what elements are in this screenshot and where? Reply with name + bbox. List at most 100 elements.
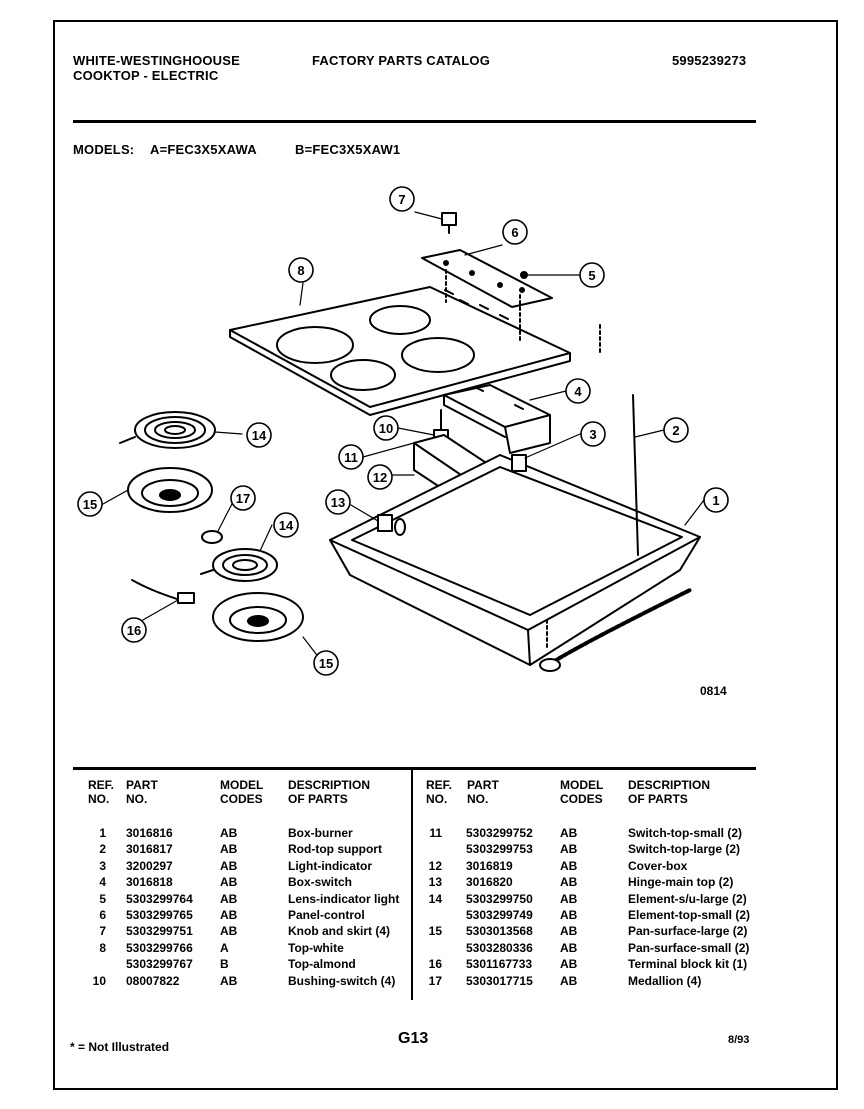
part-cell: 5303299764 [126, 891, 193, 906]
callout-5: 5 [588, 268, 595, 283]
codes-cell: AB [560, 907, 578, 922]
codes-cell: AB [220, 875, 238, 890]
desc-cell: Pan-surface-small (2) [628, 940, 750, 955]
callout-16: 16 [127, 623, 141, 638]
models-label: MODELS: [73, 142, 135, 157]
codes-cell: AB [220, 891, 238, 906]
callout-4: 4 [574, 384, 582, 399]
callout-14-small: 14 [279, 518, 294, 533]
callout-8: 8 [297, 263, 304, 278]
desc-cell: Light-indicator [288, 858, 372, 873]
brand-line-1: WHITE-WESTINGHOOUSE [73, 53, 241, 68]
desc-cell: Box-switch [288, 875, 353, 890]
table-row: 5 5303299764 AB Lens-indicator light [84, 891, 409, 907]
callout-labels: 7 6 5 8 4 3 2 1 10 11 12 13 14 15 17 14 … [83, 192, 720, 671]
codes-cell: AB [560, 875, 578, 890]
desc-cell: Switch-top-large (2) [628, 842, 741, 857]
hinge-part [377, 514, 406, 536]
callout-circles [77, 186, 729, 676]
codes-cell: AB [560, 842, 578, 857]
part-cell: 5303299752 [466, 826, 533, 840]
callout-1: 1 [712, 493, 719, 508]
ref-cell: 14 [428, 891, 442, 906]
part-cell: 3016820 [466, 875, 513, 890]
catalog-title: FACTORY PARTS CATALOG [312, 53, 491, 68]
desc-cell: Panel-control [288, 907, 365, 922]
part-cell: 5303017715 [466, 973, 533, 988]
not-illustrated-note: * = Not Illustrated [70, 1040, 170, 1054]
burner-box-part [329, 454, 701, 666]
element-large-part [119, 411, 216, 449]
part-cell: 5303299765 [126, 907, 193, 922]
table-divider [411, 770, 413, 1000]
model-a: A=FEC3X5XAWA [150, 142, 257, 157]
callout-3: 3 [589, 427, 596, 442]
table-row: 4 3016818 AB Box-switch [84, 874, 409, 890]
part-cell: 5303013568 [466, 924, 533, 939]
header-ref-right: REF.NO. [426, 778, 453, 806]
table-row: 3 3200297 AB Light-indicator [84, 858, 409, 874]
part-cell: 5303299750 [466, 891, 533, 906]
codes-cell: AB [560, 826, 578, 840]
ref-cell: 4 [99, 875, 106, 890]
ref-cell: 2 [99, 842, 106, 857]
ref-cell: 17 [428, 973, 442, 988]
part-cell: 5303299767 [126, 957, 193, 972]
desc-cell: Box-burner [288, 826, 353, 840]
part-cell: 3016816 [126, 826, 173, 840]
codes-cell: A [220, 940, 229, 955]
desc-cell: Bushing-switch (4) [288, 973, 396, 988]
part-cell: 3016817 [126, 842, 173, 857]
ref-cell: 16 [428, 957, 442, 972]
desc-cell: Pan-surface-large (2) [628, 924, 748, 939]
desc-cell: Cover-box [628, 858, 688, 873]
codes-cell: AB [560, 924, 578, 939]
codes-cell: AB [560, 891, 578, 906]
codes-cell: AB [560, 973, 578, 988]
catalog-number: 5995239273 [672, 53, 747, 68]
exploded-parts-diagram: 7 6 5 8 4 3 2 1 10 11 12 13 14 15 17 14 … [77, 186, 729, 698]
desc-cell: Element-top-small (2) [628, 907, 751, 922]
ref-cell: 3 [99, 858, 106, 873]
part-cell: 3016819 [466, 858, 513, 873]
brand-title: WHITE-WESTINGHOOUSE COOKTOP - ELECTRIC [73, 53, 240, 83]
desc-cell: Knob and skirt (4) [288, 924, 391, 939]
ref-cell: 1 [99, 826, 106, 840]
codes-cell: AB [560, 858, 578, 873]
part-cell: 08007822 [126, 973, 180, 988]
codes-cell: AB [220, 907, 238, 922]
part-cell: 3016818 [126, 875, 173, 890]
callout-15-small: 15 [319, 656, 333, 671]
header-ref-left: REF.NO. [88, 778, 115, 806]
codes-cell: AB [560, 957, 578, 972]
codes-cell: AB [220, 924, 238, 939]
ref-cell: 5 [99, 891, 106, 906]
part-cell: 3200297 [126, 858, 173, 873]
light-indicator-part [511, 454, 527, 472]
codes-cell: AB [220, 858, 238, 873]
pan-small-part [212, 592, 304, 642]
ref-cell: 8 [99, 940, 106, 955]
desc-cell: Lens-indicator light [288, 891, 400, 906]
codes-cell: AB [220, 973, 238, 988]
callout-13: 13 [331, 495, 345, 510]
part-cell: 5301167733 [466, 957, 533, 972]
